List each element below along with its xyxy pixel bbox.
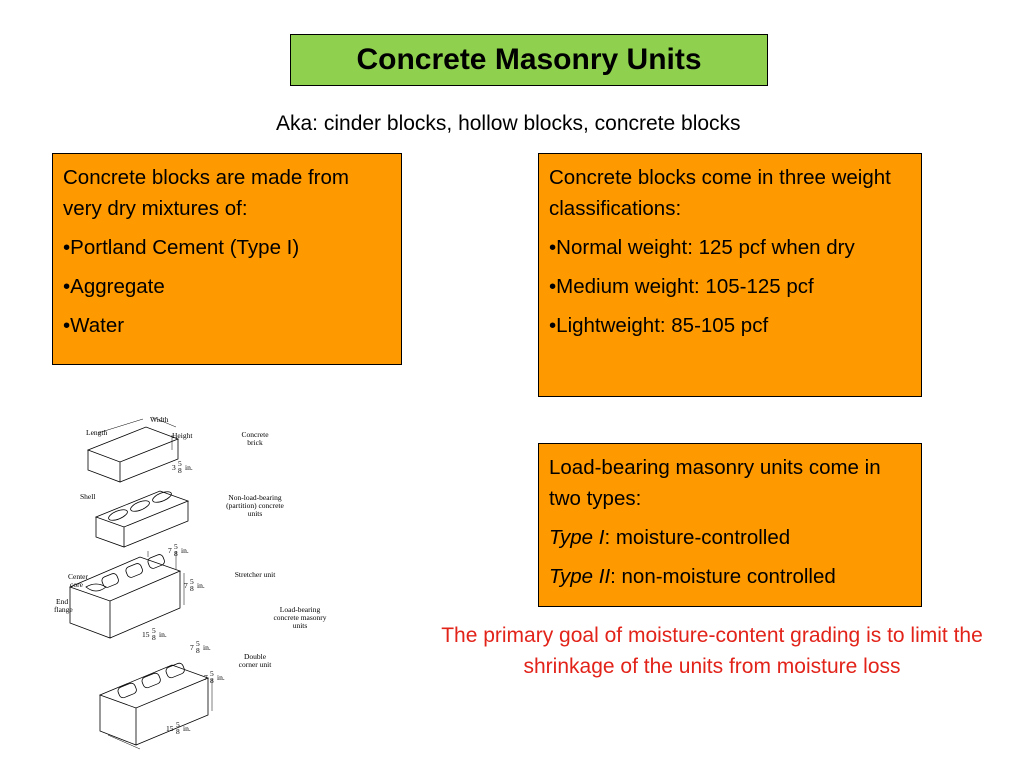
- load-bearing-type: Type I: moisture-controlled: [549, 522, 911, 553]
- slide-title-box: Concrete Masonry Units: [290, 34, 768, 86]
- dimension-e-fraction: 5: [210, 669, 214, 678]
- width-label: Width: [150, 415, 169, 424]
- moisture-grading-note: The primary goal of moisture-content gra…: [441, 624, 983, 678]
- dimension-a-unit: in.: [181, 546, 189, 555]
- shell-label: Shell: [80, 492, 95, 501]
- type-desc: : moisture-controlled: [604, 526, 791, 549]
- type-name: Type I: [549, 526, 605, 549]
- dimension-f: 15: [166, 724, 174, 733]
- dimension-a: 7: [168, 546, 172, 555]
- double-corner-label: corner unit: [239, 660, 273, 669]
- materials-box: Concrete blocks are made from very dry m…: [52, 153, 402, 365]
- dimension-d-unit: in.: [203, 643, 211, 652]
- concrete-brick-label: brick: [247, 438, 263, 447]
- slide-title: Concrete Masonry Units: [356, 43, 702, 76]
- dimension-c-unit: in.: [159, 630, 167, 639]
- brick-dimension-unit: in.: [185, 463, 193, 472]
- dimension-b-fraction: 8: [190, 584, 194, 593]
- dimension-b-unit: in.: [197, 581, 205, 590]
- dimension-d-fraction: 5: [196, 639, 200, 648]
- weights-item: •Medium weight: 105-125 pcf: [549, 275, 814, 298]
- nonload-label: units: [248, 509, 263, 518]
- dimension-c-fraction: 8: [152, 633, 156, 642]
- load-bearing-box: Load-bearing masonry units come in two t…: [538, 443, 922, 607]
- weights-item: •Normal weight: 125 pcf when dry: [549, 236, 855, 259]
- load-bearing-label: Load-bearing: [280, 605, 321, 614]
- dimension-d-fraction: 8: [196, 646, 200, 655]
- load-bearing-intro: Load-bearing masonry units come in two t…: [549, 456, 881, 510]
- length-label: Length: [86, 428, 107, 437]
- dimension-e-fraction: 8: [210, 676, 214, 685]
- dimension-f-fraction: 5: [176, 720, 180, 729]
- concrete-brick-label: Concrete: [241, 430, 269, 439]
- brick-dimension-fraction: 8: [178, 466, 182, 475]
- materials-item: •Aggregate: [63, 275, 165, 298]
- dimension-f-fraction: 8: [176, 727, 180, 736]
- center-core-label: core: [70, 580, 84, 589]
- stretcher-unit-drawing: [68, 551, 185, 639]
- dimension-c-fraction: 5: [152, 626, 156, 635]
- height-label: Height: [172, 431, 193, 440]
- materials-item: •Portland Cement (Type I): [63, 236, 300, 259]
- weights-intro: Concrete blocks come in three weight cla…: [549, 166, 891, 220]
- end-flange-label: flange: [54, 605, 73, 614]
- brick-dimension-fraction: 5: [178, 459, 182, 468]
- type-name: Type II: [549, 565, 611, 588]
- center-core-label: Center: [68, 572, 88, 581]
- concrete-brick-drawing: [86, 416, 180, 483]
- double-corner-unit-drawing: [98, 662, 213, 750]
- nonload-label: Non-load-bearing: [228, 493, 282, 502]
- materials-item: •Water: [63, 314, 125, 337]
- brick-dimension: 3: [172, 463, 176, 472]
- load-bearing-label: concrete masonry: [273, 613, 326, 622]
- aka-subtitle: Aka: cinder blocks, hollow blocks, concr…: [276, 112, 741, 135]
- dimension-d: 7: [190, 643, 194, 652]
- dimension-e-unit: in.: [217, 673, 225, 682]
- dimension-c: 15: [142, 630, 150, 639]
- load-bearing-label: units: [293, 621, 308, 630]
- dimension-a-fraction: 8: [174, 549, 178, 558]
- type-desc: : non-moisture controlled: [610, 565, 836, 588]
- dimension-f-unit: in.: [183, 724, 191, 733]
- weights-item: •Lightweight: 85-105 pcf: [549, 314, 769, 337]
- masonry-units-svg: Length Width Height Concrete brick 3 5 8…: [54, 415, 327, 750]
- stretcher-unit-label: Stretcher unit: [235, 570, 277, 579]
- weights-box: Concrete blocks come in three weight cla…: [538, 153, 922, 397]
- dimension-b: 7: [184, 581, 188, 590]
- dimension-e: 7: [204, 673, 208, 682]
- double-corner-label: Double: [244, 652, 267, 661]
- partition-unit-drawing: [94, 490, 190, 548]
- materials-intro: Concrete blocks are made from very dry m…: [63, 166, 349, 220]
- dimension-b-fraction: 5: [190, 577, 194, 586]
- masonry-units-illustration: Length Width Height Concrete brick 3 5 8…: [48, 405, 348, 750]
- nonload-label: (partition) concrete: [226, 501, 284, 510]
- end-flange-label: End: [56, 597, 68, 606]
- dimension-a-fraction: 5: [174, 542, 178, 551]
- load-bearing-type: Type II: non-moisture controlled: [549, 561, 911, 592]
